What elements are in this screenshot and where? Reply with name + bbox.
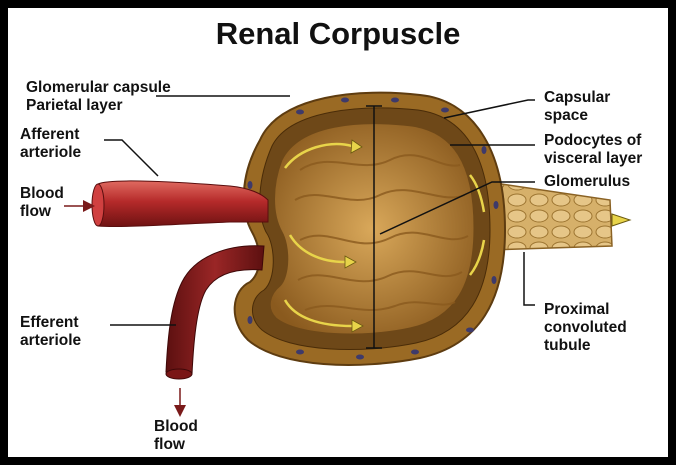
label-blood-flow-out: Blood flow xyxy=(154,418,198,454)
afferent-arteriole-opening xyxy=(92,184,104,226)
afferent-arteriole xyxy=(98,181,268,227)
figure-title: Renal Corpuscle xyxy=(0,16,676,52)
label-glomerulus: Glomerulus xyxy=(544,173,630,191)
label-efferent-arteriole: Efferent arteriole xyxy=(20,314,81,350)
label-afferent-arteriole: Afferent arteriole xyxy=(20,126,81,162)
label-capsular-space: Capsular space xyxy=(544,89,610,125)
label-podocytes: Podocytes of visceral layer xyxy=(544,132,642,168)
label-glomerular-capsule: Glomerular capsule Parietal layer xyxy=(26,79,171,115)
efferent-arteriole-opening xyxy=(166,369,192,379)
label-proximal-convoluted-tubule: Proximal convoluted tubule xyxy=(544,301,627,355)
proximal-tubule xyxy=(488,182,630,250)
label-blood-flow-in: Blood flow xyxy=(20,185,64,221)
